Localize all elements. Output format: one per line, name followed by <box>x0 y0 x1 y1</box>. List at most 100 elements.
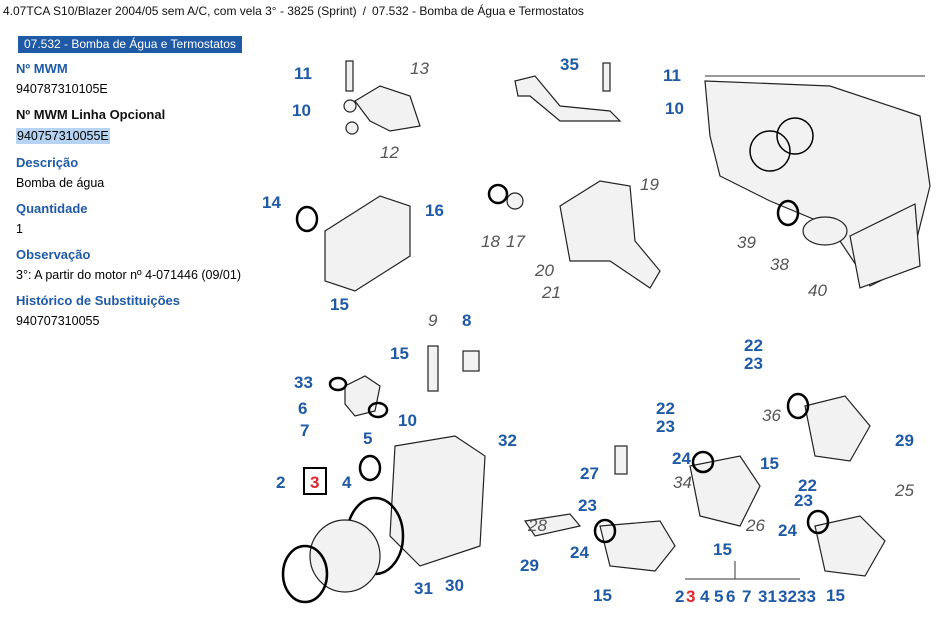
part-9 <box>427 345 439 392</box>
label-15f: 15 <box>826 586 845 605</box>
mwm-value: 940787310105E <box>16 82 108 96</box>
quantity-label: Quantidade <box>16 201 88 216</box>
label-14: 14 <box>262 193 281 212</box>
breadcrumb-separator: / <box>362 4 366 18</box>
label-23c: 23 <box>578 496 597 515</box>
breadcrumb-group[interactable]: 07.532 - Bomba de Água e Termostatos <box>372 4 584 18</box>
legend-31: 31 <box>758 587 777 606</box>
label-33: 33 <box>294 373 313 392</box>
label-22: 22 <box>744 336 763 355</box>
label-10c: 10 <box>398 411 417 430</box>
label-11: 11 <box>294 64 312 83</box>
part-8 <box>462 350 480 372</box>
exploded-parts-diagram: 11 10 13 12 35 11 10 14 16 18 17 19 20 2… <box>262 26 938 635</box>
legend-32: 32 <box>778 587 797 606</box>
o-ring-right-top <box>786 392 810 420</box>
label-15d: 15 <box>593 586 612 605</box>
legend-2: 2 <box>675 587 684 606</box>
o-ring-39 <box>776 199 800 227</box>
label-35: 35 <box>560 55 579 74</box>
history-value[interactable]: 940707310055 <box>16 314 100 328</box>
label-38: 38 <box>770 255 789 274</box>
thermostat-housing-circle <box>749 130 791 172</box>
label-23b: 23 <box>656 417 675 436</box>
label-39: 39 <box>737 233 756 252</box>
o-ring-24b <box>806 509 830 535</box>
observation-label: Observação <box>16 247 91 262</box>
breadcrumb: 4.07TCA S10/Blazer 2004/05 sem A/C, com … <box>3 4 584 18</box>
housing-29b-drawing <box>599 520 676 572</box>
optional-label: Nº MWM Linha Opcional <box>16 107 166 122</box>
label-6: 6 <box>298 399 307 418</box>
label-7: 7 <box>300 421 309 440</box>
pipe-35-drawing <box>514 75 622 122</box>
tube-28-drawing <box>523 513 582 537</box>
label-40: 40 <box>808 281 827 300</box>
bolt-11 <box>345 60 354 92</box>
legend-33: 33 <box>797 587 816 606</box>
highlight-box-3[interactable] <box>303 467 327 495</box>
field-optional: Nº MWM Linha Opcional 940757310055E <box>16 107 276 145</box>
o-ring-18 <box>487 183 509 205</box>
label-29: 29 <box>895 431 914 450</box>
label-28: 28 <box>527 516 547 535</box>
label-2: 2 <box>276 473 285 492</box>
label-31: 31 <box>414 579 433 598</box>
sensor-27 <box>614 445 628 475</box>
label-19: 19 <box>640 175 659 194</box>
pump-housing-32-drawing <box>389 435 486 567</box>
label-23d: 23 <box>794 491 813 510</box>
legend-4: 4 <box>700 587 710 606</box>
legend-6: 6 <box>726 587 735 606</box>
label-11b: 11 <box>663 66 681 85</box>
o-ring-7 <box>367 401 389 419</box>
thermostat-housing-circle-2 <box>776 117 814 155</box>
label-34: 34 <box>673 473 692 492</box>
label-18: 18 <box>481 232 500 251</box>
bracket-19-drawing <box>559 180 661 289</box>
description-label: Descrição <box>16 155 79 170</box>
diagram-svg: 11 10 13 12 35 11 10 14 16 18 17 19 20 2… <box>262 55 931 606</box>
label-4: 4 <box>342 473 352 492</box>
label-36: 36 <box>762 406 781 425</box>
housing-26-drawing <box>814 515 886 577</box>
group-badge: 07.532 - Bomba de Água e Termostatos <box>18 36 242 53</box>
label-24: 24 <box>672 449 691 468</box>
label-22c: 22 <box>798 476 817 495</box>
label-16: 16 <box>425 201 444 220</box>
label-12: 12 <box>380 143 399 162</box>
label-15: 15 <box>330 295 349 314</box>
housing-16-drawing <box>324 195 411 292</box>
mwm-label: Nº MWM <box>16 61 68 76</box>
label-22b: 22 <box>656 399 675 418</box>
o-ring-2 <box>281 544 329 604</box>
breadcrumb-model[interactable]: 4.07TCA S10/Blazer 2004/05 sem A/C, com … <box>3 4 357 18</box>
o-ring-24c <box>593 518 617 544</box>
field-history: Histórico de Substituições 940707310055 <box>16 293 276 329</box>
description-value: Bomba de água <box>16 176 105 190</box>
label-32: 32 <box>498 431 517 450</box>
legend-5: 5 <box>714 587 723 606</box>
field-quantity: Quantidade 1 <box>16 201 276 237</box>
legend-7: 7 <box>742 587 751 606</box>
field-mwm: Nº MWM 940787310105E <box>16 61 276 97</box>
label-15b: 15 <box>390 344 409 363</box>
label-8: 8 <box>462 311 471 330</box>
gasket-40-drawing <box>849 203 921 289</box>
washer-10b <box>345 121 359 135</box>
label-21: 21 <box>541 283 561 302</box>
washer-10a <box>343 99 357 113</box>
thermostat-38-drawing <box>802 216 848 246</box>
label-25: 25 <box>894 481 914 500</box>
o-ring-24a <box>691 450 715 474</box>
label-15c: 15 <box>760 454 779 473</box>
label-3-highlight[interactable]: 3 <box>310 473 319 492</box>
optional-value[interactable]: 940757310055E <box>16 128 110 144</box>
pipe-13-drawing <box>354 85 421 132</box>
plug-17 <box>506 192 524 210</box>
housing-34-drawing <box>689 455 761 527</box>
label-13: 13 <box>410 59 429 78</box>
quantity-value: 1 <box>16 222 23 236</box>
legend-3[interactable]: 3 <box>686 587 695 606</box>
o-ring-5 <box>358 454 382 482</box>
